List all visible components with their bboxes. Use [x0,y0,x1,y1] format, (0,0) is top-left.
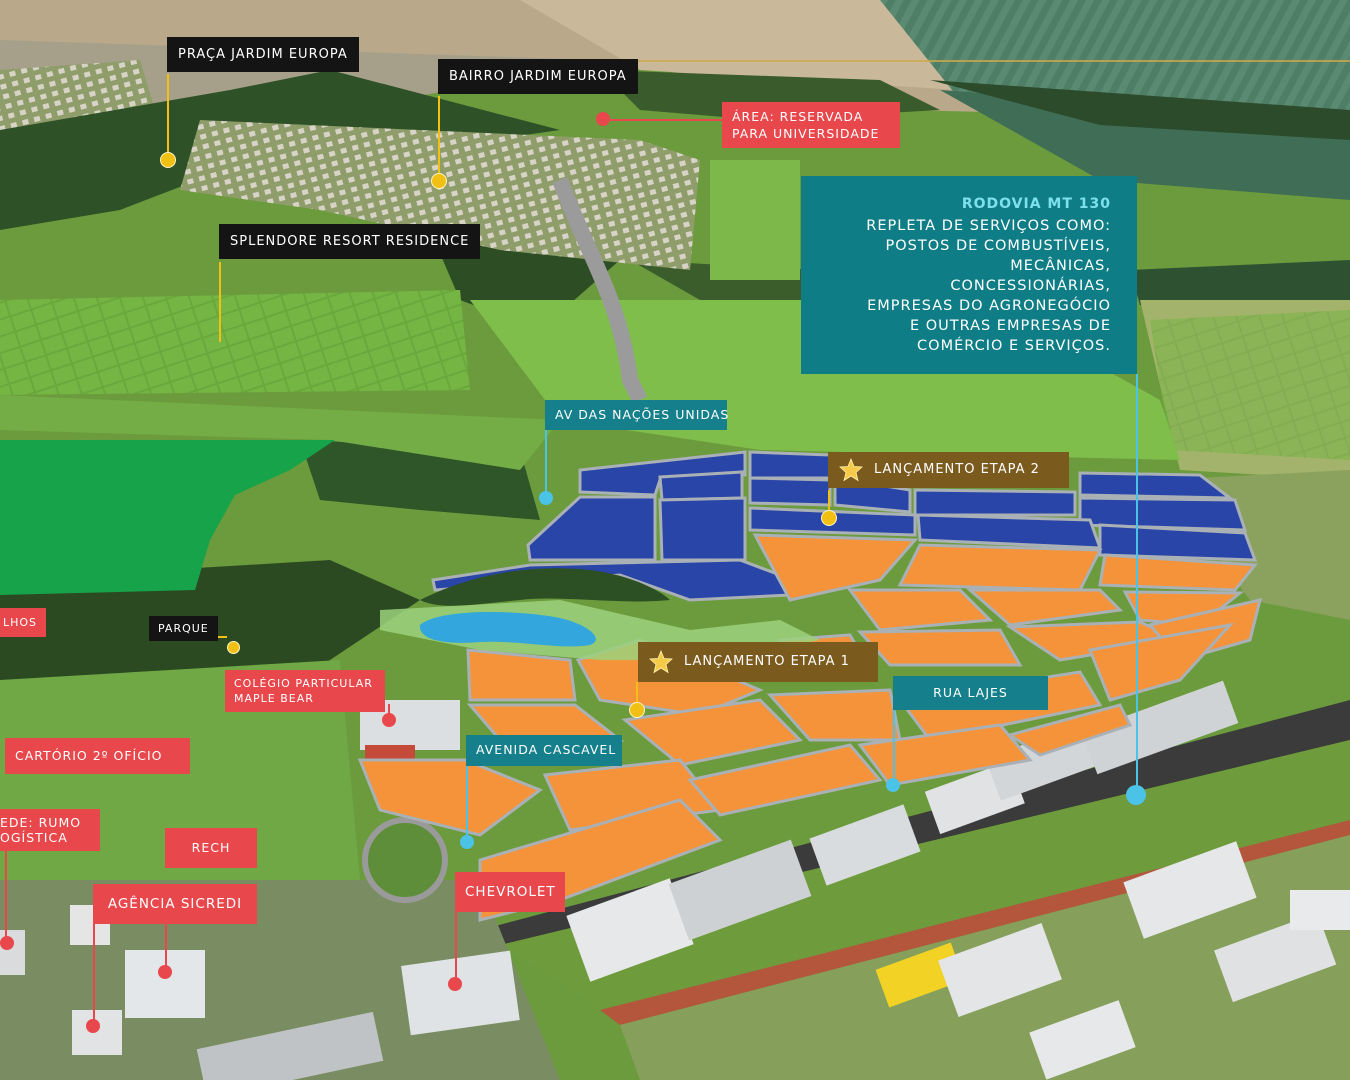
pin-red [0,936,14,950]
pin-yellow [821,510,837,526]
label-text: LHOS [3,616,38,629]
pin-line [893,710,895,782]
label-line: EDE: RUMO [0,815,82,830]
pin-red [382,713,396,727]
label-area-universidade: ÁREA: RESERVADA PARA UNIVERSIDADE [722,102,900,148]
label-line: OGÍSTICA [0,830,68,845]
pin-line [636,682,638,708]
pin-line [828,490,830,516]
pin-blue [886,778,900,792]
accent-line [480,60,1350,62]
label-praca-jardim-europa: PRAÇA JARDIM EUROPA [167,37,359,72]
info-line: CONCESSIONÁRIAS, [950,278,1111,294]
pin-line [93,920,95,1026]
label-text: RUA LAJES [933,685,1008,700]
park-area [0,440,335,595]
label-line: PARA UNIVERSIDADE [732,126,880,141]
label-text: AVENIDA CASCAVEL [476,742,617,757]
info-box-body: REPLETA DE SERVIÇOS COMO: POSTOS DE COMB… [821,216,1111,356]
info-box-title: RODOVIA MT 130 [961,196,1111,212]
pin-red [596,112,610,126]
info-line: REPLETA DE SERVIÇOS COMO: [866,218,1111,234]
label-text: LANÇAMENTO ETAPA 1 [684,654,850,669]
pin-line [165,924,167,972]
info-line: POSTOS DE COMBUSTÍVEIS, [885,238,1111,254]
pin-line [388,704,390,720]
pin-blue [460,835,474,849]
label-text: AGÊNCIA SICREDI [107,896,243,912]
label-text: PRAÇA JARDIM EUROPA [178,47,348,62]
label-text: LANÇAMENTO ETAPA 2 [874,462,1040,477]
pin-blue [1126,785,1146,805]
pin-yellow [227,641,240,654]
label-rua-lajes: RUA LAJES [893,676,1048,710]
label-text: CARTÓRIO 2º OFÍCIO [15,748,163,763]
pin-red [448,977,462,991]
label-text: BAIRRO JARDIM EUROPA [449,69,627,84]
pin-line [545,430,547,494]
label-cartorio: CARTÓRIO 2º OFÍCIO [5,738,190,774]
info-line: COMÉRCIO E SERVIÇOS. [917,338,1111,354]
pin-yellow [431,173,447,189]
pin-line [167,74,169,159]
pin-red [158,965,172,979]
pin-blue [539,491,553,505]
label-text: SPLENDORE RESORT RESIDENCE [230,234,470,249]
pin-line [466,765,468,837]
label-text: RECH [191,840,231,855]
label-parque: PARQUE [149,616,218,641]
pin-line [5,850,7,942]
label-bairro-jardim-europa: BAIRRO JARDIM EUROPA [438,59,638,94]
label-line: MAPLE BEAR [234,692,314,705]
pin-yellow [629,702,645,718]
label-lancamento-etapa-2: LANÇAMENTO ETAPA 2 [828,452,1069,488]
label-lancamento-etapa-1: LANÇAMENTO ETAPA 1 [638,642,878,682]
label-avenida-cascavel: AVENIDA CASCAVEL [466,735,622,766]
pin-line [219,262,221,342]
label-text: AV DAS NAÇÕES UNIDAS [555,407,730,422]
label-line: COLÉGIO PARTICULAR [234,677,373,690]
label-colegio-maple-bear: COLÉGIO PARTICULAR MAPLE BEAR [225,670,385,712]
info-line: EMPRESAS DO AGRONEGÓCIO [867,298,1111,314]
pin-line [610,119,722,121]
lake [419,612,596,647]
pin-line [1136,374,1138,794]
label-splendore: SPLENDORE RESORT RESIDENCE [219,224,481,259]
pin-line [438,96,440,180]
pin-yellow [160,152,176,168]
info-line: E OUTRAS EMPRESAS DE [909,318,1111,334]
star-icon [839,458,863,482]
pin-red [86,1019,100,1033]
label-line: ÁREA: RESERVADA [732,109,864,124]
info-box-rodovia-mt130: RODOVIA MT 130 REPLETA DE SERVIÇOS COMO:… [801,176,1137,374]
pin-line [455,910,457,982]
label-text: PARQUE [158,622,209,635]
label-rech: RECH [165,828,257,868]
label-sede-rumo: EDE: RUMO OGÍSTICA [0,809,100,851]
info-line: MECÂNICAS, [1010,258,1111,274]
label-text: CHEVROLET [465,884,556,900]
star-icon [649,650,673,674]
label-alhos: LHOS [0,608,47,637]
label-agencia-sicredi: AGÊNCIA SICREDI [93,884,257,924]
label-av-nacoes-unidas: AV DAS NAÇÕES UNIDAS [545,400,730,430]
label-chevrolet: CHEVROLET [455,872,565,912]
etapa-2-area [431,450,1258,602]
